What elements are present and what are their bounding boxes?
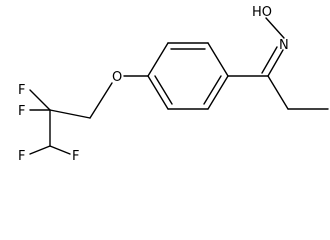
bond-c7-c8: [267, 75, 289, 110]
ring-bond-1: [147, 42, 169, 77]
atom-label-f1: F: [18, 83, 25, 98]
bond-c1-f4: [49, 145, 71, 155]
atom-label-n1: N: [279, 38, 289, 53]
ring-bond-3: [207, 42, 229, 77]
ring-bond-6: [147, 75, 169, 110]
bond-c2-c3: [49, 109, 91, 119]
ring-bond-4: [207, 75, 229, 110]
atom-label-f4: F: [72, 149, 79, 164]
structural-formula: F F F F O HO N: [18, 5, 329, 164]
atom-label-o1: O: [112, 70, 122, 85]
bond-c2-f1: [29, 89, 51, 111]
bond-c1-f3: [29, 145, 51, 155]
bond-c7-n1-b: [261, 46, 278, 74]
atom-label-f3: F: [18, 149, 25, 164]
atom-label-f2: F: [18, 104, 25, 119]
atom-labels: F F F F O HO N: [18, 5, 289, 164]
atom-label-hydroxyl: HO: [252, 5, 272, 20]
ring-double-3: [154, 75, 173, 105]
bond-c3-o1: [89, 82, 113, 119]
bond-c7-n1-a: [267, 49, 284, 77]
ring-double-2: [203, 75, 222, 105]
bonds: [29, 17, 329, 155]
bond-n1-oh: [265, 17, 285, 39]
